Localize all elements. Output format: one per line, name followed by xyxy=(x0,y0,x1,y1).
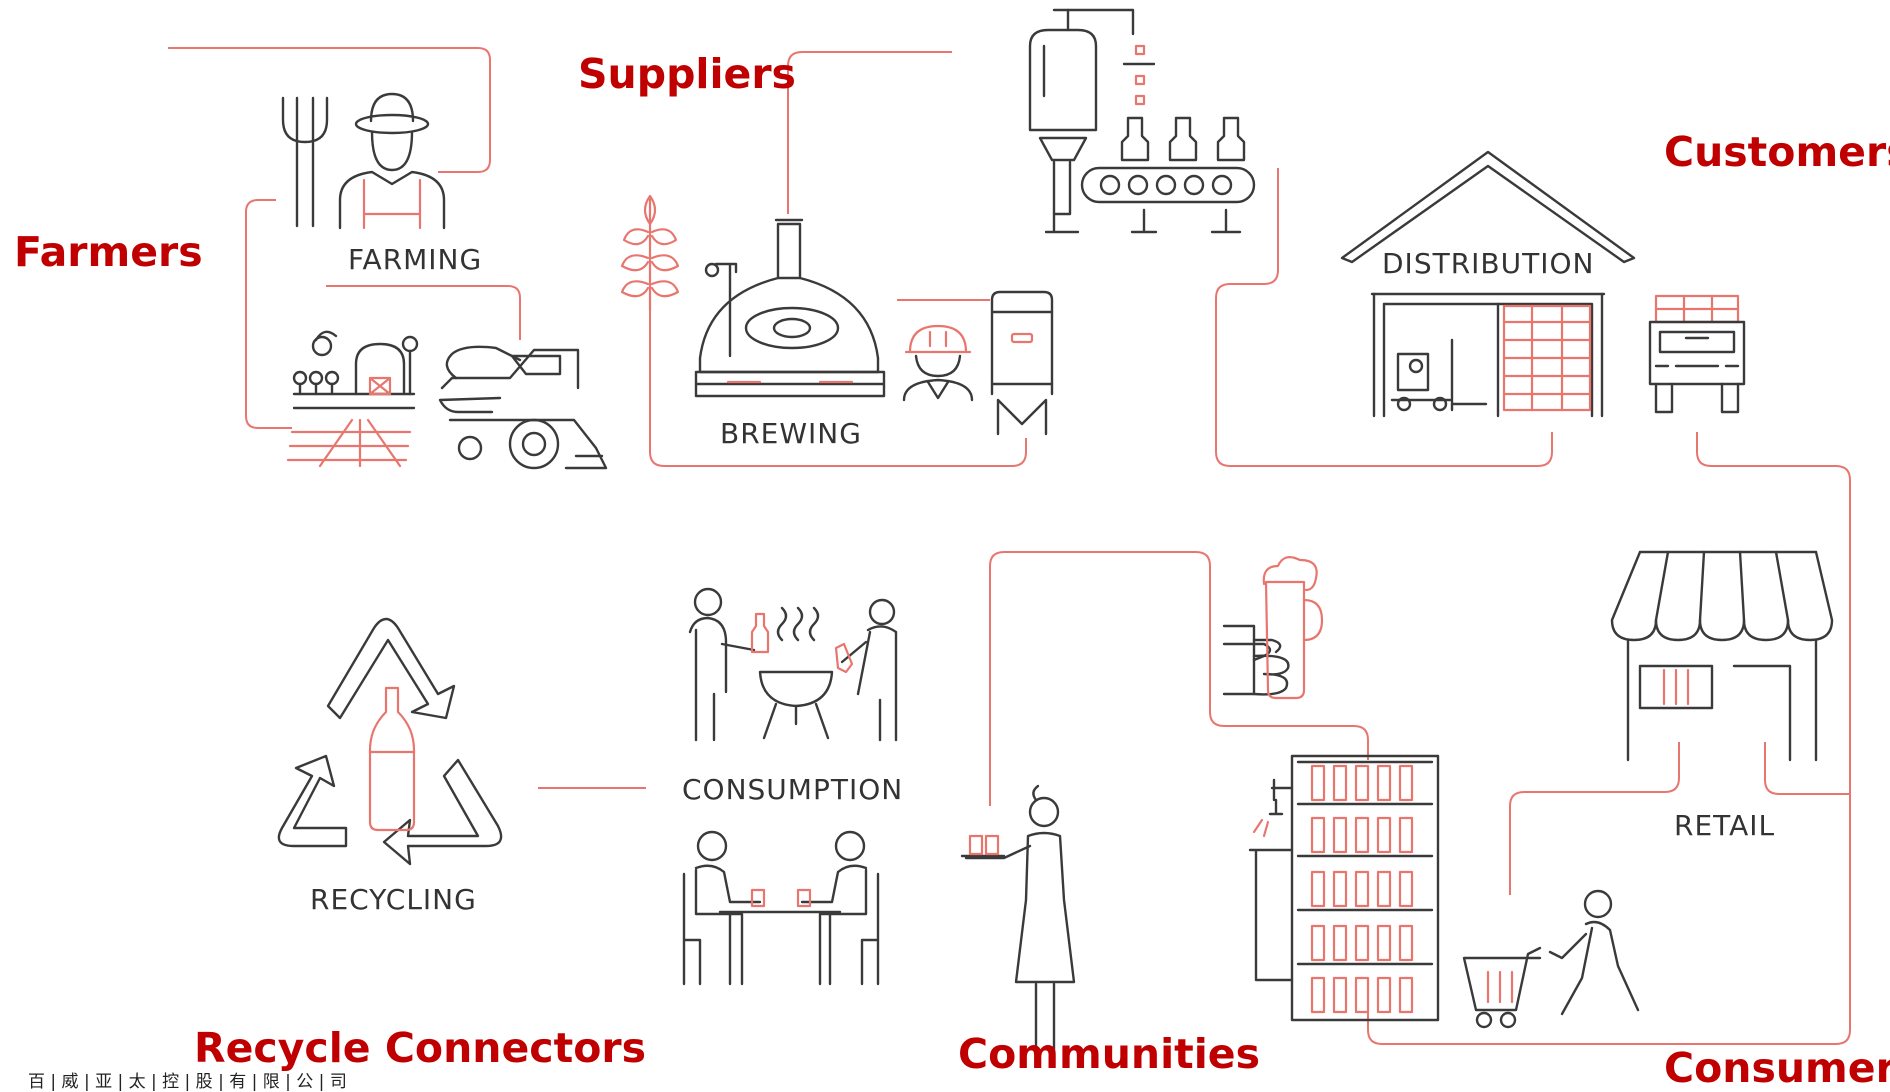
stage-label-retail: RETAIL xyxy=(1674,809,1776,842)
company-footer: 百 | 威 | 亚 | 太 | 控 | 股 | 有 | 限 | 公 | 司 xyxy=(28,1072,347,1092)
farmer-icon xyxy=(281,92,446,230)
delivery-truck-icon xyxy=(1648,294,1746,414)
fermentation-tank-icon xyxy=(990,290,1054,436)
stage-label-recycling: RECYCLING xyxy=(310,883,477,916)
harvester-icon xyxy=(438,345,608,470)
brew-kettle-icon xyxy=(694,218,886,398)
warehouse-icon xyxy=(1340,150,1636,418)
shop-icon xyxy=(1610,550,1834,762)
stage-label-farming: FARMING xyxy=(348,243,483,276)
farm-field-icon xyxy=(286,330,419,468)
bottling-line-icon xyxy=(1028,8,1256,234)
stakeholder-label-recycle-connectors: Recycle Connectors xyxy=(194,1024,646,1072)
recycling-icon xyxy=(277,617,503,866)
stage-label-brewing: BREWING xyxy=(720,417,862,450)
bar-shelf-icon xyxy=(1248,754,1440,1022)
dining-table-icon xyxy=(682,830,880,986)
beer-toast-icon xyxy=(1222,555,1324,700)
bbq-party-icon xyxy=(688,587,898,742)
stage-label-consumption: CONSUMPTION xyxy=(682,773,904,806)
stakeholder-label-farmers: Farmers xyxy=(14,228,203,276)
shopping-cart-icon xyxy=(1462,889,1640,1029)
connector-lines xyxy=(168,47,1851,1045)
stakeholder-label-suppliers: Suppliers xyxy=(578,50,796,98)
waitress-icon xyxy=(960,784,1076,1056)
stage-label-distribution: DISTRIBUTION xyxy=(1382,247,1595,280)
stakeholder-label-customers: Customers xyxy=(1664,128,1890,176)
wheat-icon xyxy=(620,194,680,312)
stakeholder-label-consumers: Consumers xyxy=(1664,1044,1890,1092)
stakeholder-label-communities: Communities xyxy=(958,1030,1260,1078)
brewery-worker-icon xyxy=(902,324,974,402)
